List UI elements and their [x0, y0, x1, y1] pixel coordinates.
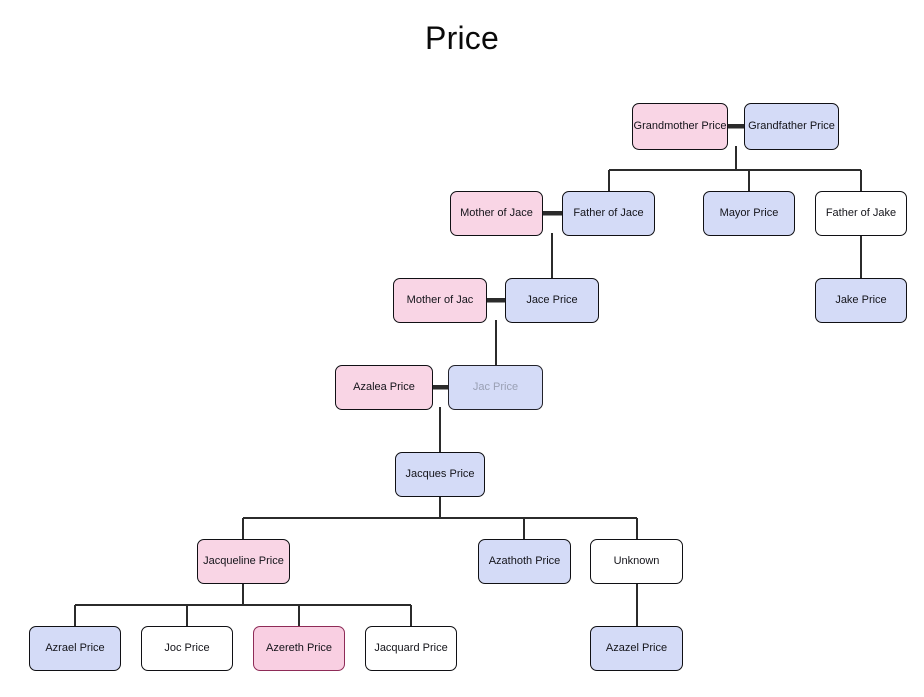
tree-node-label: Azathoth Price [488, 555, 561, 568]
tree-node-label: Azalea Price [353, 381, 415, 394]
tree-node-label: Father of Jace [573, 207, 644, 220]
tree-node-label: Grandfather Price [748, 120, 835, 133]
tree-node-mother_of_jac[interactable]: Mother of Jac [393, 278, 487, 323]
tree-node-label: Jacques Price [405, 468, 475, 481]
tree-node-label: Mayor Price [719, 207, 779, 220]
tree-node-jac[interactable]: Jac Price [448, 365, 543, 410]
tree-node-father_of_jace[interactable]: Father of Jace [562, 191, 655, 236]
tree-node-jacques[interactable]: Jacques Price [395, 452, 485, 497]
tree-node-azrael[interactable]: Azrael Price [29, 626, 121, 671]
tree-node-jake[interactable]: Jake Price [815, 278, 907, 323]
tree-node-label: Jacqueline Price [203, 555, 284, 568]
tree-node-label: Jace Price [526, 294, 578, 307]
tree-node-unknown[interactable]: Unknown [590, 539, 683, 584]
tree-node-azalea[interactable]: Azalea Price [335, 365, 433, 410]
tree-node-label: Azazel Price [605, 642, 668, 655]
tree-node-father_of_jake[interactable]: Father of Jake [815, 191, 907, 236]
tree-node-jacquard[interactable]: Jacquard Price [365, 626, 457, 671]
page-title: Price [425, 20, 499, 56]
tree-node-joc[interactable]: Joc Price [141, 626, 233, 671]
tree-node-mayor[interactable]: Mayor Price [703, 191, 795, 236]
tree-node-mother_of_jace[interactable]: Mother of Jace [450, 191, 543, 236]
tree-node-grandmother[interactable]: Grandmother Price [632, 103, 728, 150]
tree-node-label: Jac Price [472, 381, 519, 394]
tree-node-label: Jake Price [835, 294, 887, 307]
tree-node-grandfather[interactable]: Grandfather Price [744, 103, 839, 150]
tree-node-label: Mother of Jac [406, 294, 474, 307]
tree-node-label: Azereth Price [265, 642, 333, 655]
tree-node-jacqueline[interactable]: Jacqueline Price [197, 539, 290, 584]
tree-node-label: Unknown [613, 555, 660, 568]
tree-node-label: Azrael Price [45, 642, 105, 655]
tree-node-label: Grandmother Price [633, 120, 727, 133]
tree-node-azathoth[interactable]: Azathoth Price [478, 539, 571, 584]
tree-node-label: Jacquard Price [374, 642, 448, 655]
tree-node-azereth[interactable]: Azereth Price [253, 626, 345, 671]
tree-node-azazel[interactable]: Azazel Price [590, 626, 683, 671]
tree-node-label: Father of Jake [825, 207, 897, 220]
tree-node-label: Joc Price [164, 642, 210, 655]
tree-node-label: Mother of Jace [460, 207, 533, 220]
tree-node-jace[interactable]: Jace Price [505, 278, 599, 323]
